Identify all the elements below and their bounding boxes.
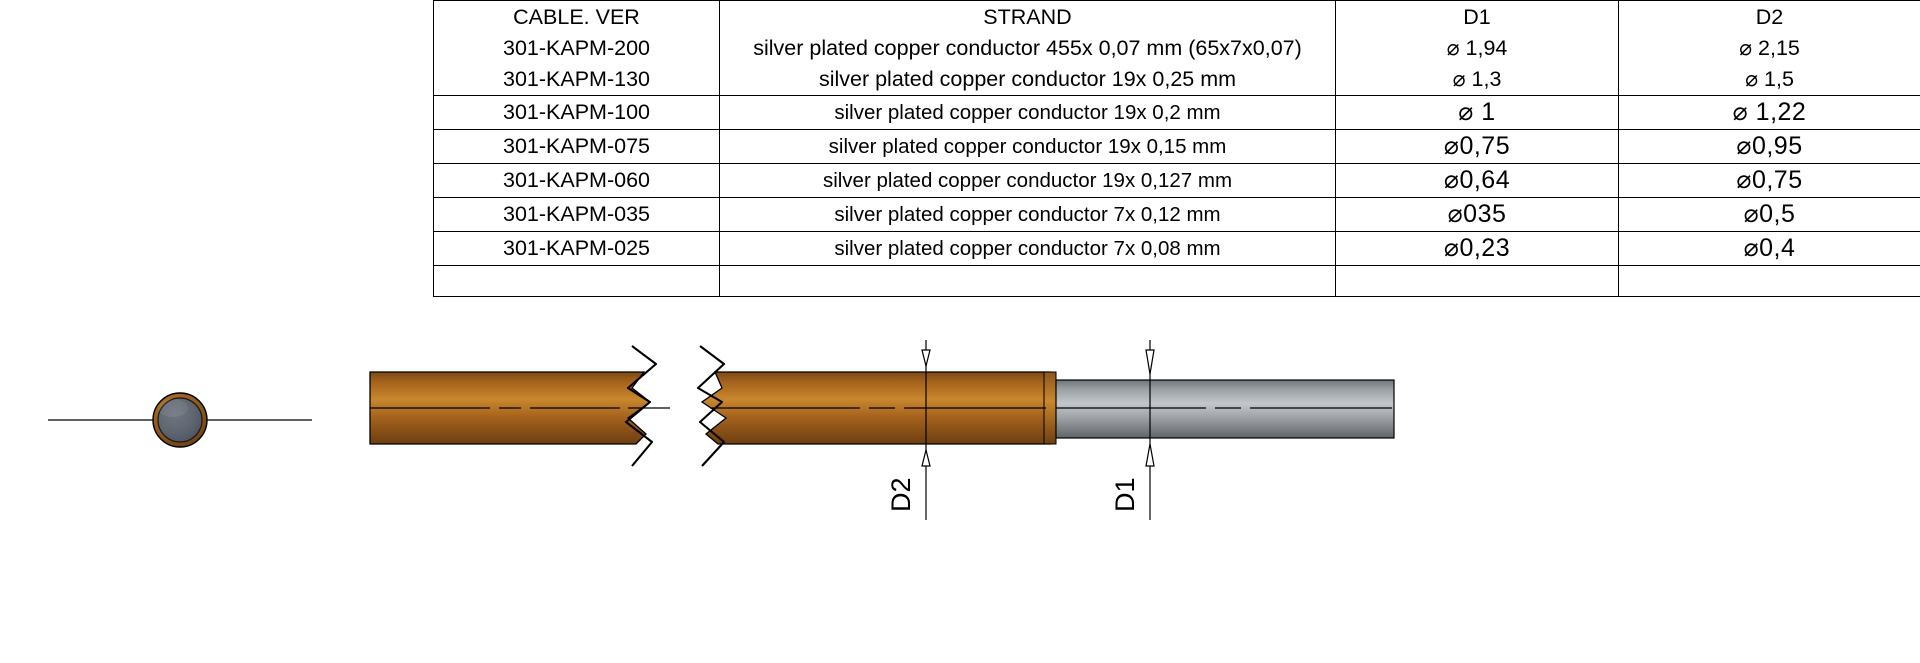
cell-d1-0: ⌀ 1,94 — [1446, 36, 1508, 60]
dimension-d1: D1 — [1110, 340, 1155, 520]
d2-arrow-bottom — [921, 449, 931, 467]
cell-d2-0: ⌀ 2,15 — [1739, 36, 1800, 60]
cell-strand: silver plated copper conductor 19x 0,127… — [719, 163, 1336, 198]
cable-conductor-core — [157, 397, 203, 443]
header-cell-d2: D2 ⌀ 2,15 ⌀ 1,5 — [1618, 0, 1920, 96]
cell-cable-ver-1: 301-KAPM-130 — [503, 67, 650, 91]
table-row: 301-KAPM-060 silver plated copper conduc… — [433, 163, 1920, 198]
cell-strand-1: silver plated copper conductor 19x 0,25 … — [818, 67, 1237, 91]
cable-cross-section-view — [40, 360, 320, 480]
break-zigzag-left — [624, 345, 658, 467]
cell-d2: ⌀0,95 — [1618, 129, 1920, 164]
cell-cable-ver-0: 301-KAPM-200 — [503, 36, 650, 60]
table-row: 301-KAPM-100 silver plated copper conduc… — [433, 95, 1920, 130]
cable-specification-table: CABLE. VER 301-KAPM-200 301-KAPM-130 STR… — [433, 0, 1920, 297]
cell-strand: silver plated copper conductor 19x 0,2 m… — [719, 95, 1336, 130]
table-header-block-row: CABLE. VER 301-KAPM-200 301-KAPM-130 STR… — [433, 0, 1920, 96]
cell-strand: silver plated copper conductor 7x 0,08 m… — [719, 231, 1336, 266]
cell-d1: ⌀0,64 — [1335, 163, 1619, 198]
cable-drawing-area: D2 D1 — [0, 300, 1920, 663]
cell-d2: ⌀ 1,22 — [1618, 95, 1920, 130]
cell-d1 — [1335, 265, 1619, 297]
dimension-label-d2: D2 — [886, 477, 916, 512]
d1-arrow-top — [1145, 349, 1155, 375]
cell-cable-ver — [433, 265, 720, 297]
cell-strand: silver plated copper conductor 19x 0,15 … — [719, 129, 1336, 164]
cell-d1: ⌀0,23 — [1335, 231, 1619, 266]
d2-arrow-top — [921, 349, 931, 367]
cell-d1: ⌀0,75 — [1335, 129, 1619, 164]
table-row: 301-KAPM-025 silver plated copper conduc… — [433, 231, 1920, 266]
cable-side-view: D2 D1 — [369, 340, 1910, 560]
dimension-d2: D2 — [886, 340, 931, 520]
header-cell-strand: STRAND silver plated copper conductor 45… — [719, 0, 1336, 96]
cell-cable-ver: 301-KAPM-025 — [433, 231, 720, 266]
column-header-d2: D2 — [1755, 5, 1784, 29]
cell-d2: ⌀0,4 — [1618, 231, 1920, 266]
cell-cable-ver: 301-KAPM-100 — [433, 95, 720, 130]
cell-cable-ver: 301-KAPM-060 — [433, 163, 720, 198]
table-row: 301-KAPM-075 silver plated copper conduc… — [433, 129, 1920, 164]
cell-d2-1: ⌀ 1,5 — [1745, 67, 1794, 91]
cell-strand-0: silver plated copper conductor 455x 0,07… — [753, 36, 1302, 60]
jacket-highlight — [158, 399, 188, 417]
cell-d1-1: ⌀ 1,3 — [1452, 67, 1502, 91]
table-row: 301-KAPM-035 silver plated copper conduc… — [433, 197, 1920, 232]
cell-d2: ⌀0,5 — [1618, 197, 1920, 232]
column-header-d1: D1 — [1463, 5, 1491, 29]
cell-d2: ⌀0,75 — [1618, 163, 1920, 198]
cell-strand: silver plated copper conductor 7x 0,12 m… — [719, 197, 1336, 232]
cell-d2 — [1618, 265, 1920, 297]
header-cell-d1: D1 ⌀ 1,94 ⌀ 1,3 — [1335, 0, 1619, 96]
cell-strand — [719, 265, 1336, 297]
jacket-end-cap — [1043, 371, 1057, 445]
cell-cable-ver: 301-KAPM-035 — [433, 197, 720, 232]
header-cell-cable-ver: CABLE. VER 301-KAPM-200 301-KAPM-130 — [433, 0, 720, 96]
d1-arrow-bottom — [1145, 443, 1155, 467]
dimension-label-d1: D1 — [1110, 477, 1140, 512]
break-zigzag-right — [696, 345, 726, 467]
column-header-strand: STRAND — [983, 5, 1072, 29]
cable-conductor-exposed — [1055, 379, 1395, 439]
cell-cable-ver: 301-KAPM-075 — [433, 129, 720, 164]
column-header-cable-ver: CABLE. VER — [513, 5, 640, 29]
table-row-empty — [433, 265, 1920, 297]
cell-d1: ⌀035 — [1335, 197, 1619, 232]
cell-d1: ⌀ 1 — [1335, 95, 1619, 130]
